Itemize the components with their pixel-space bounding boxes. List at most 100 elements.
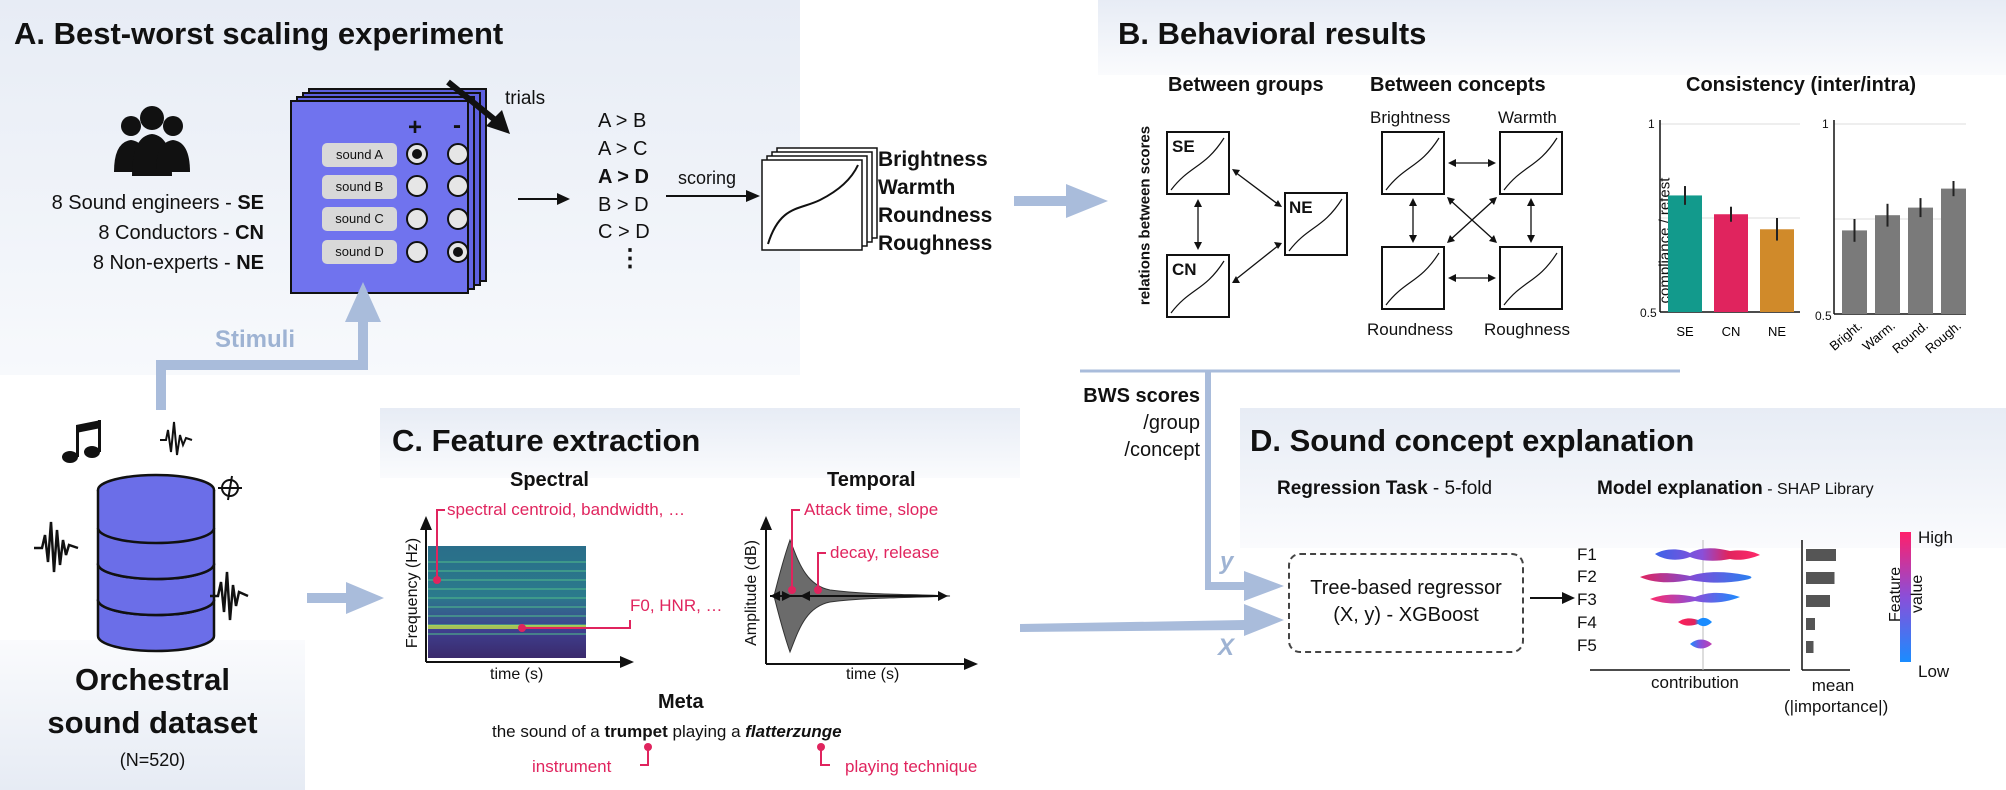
mean-label-2: (|importance|): [1784, 697, 1889, 716]
dataset-title-2: sound dataset: [47, 705, 258, 740]
radio-d-worst-dot: [453, 247, 463, 257]
radio-c-best: [406, 208, 428, 230]
feature-f4-label: F4: [1577, 613, 1597, 632]
cn-box: [1166, 254, 1230, 318]
feature-value-label: Feature value: [1887, 566, 1926, 622]
plus-header: +: [408, 114, 423, 141]
meta-title: Meta: [658, 691, 704, 713]
a-to-b-arrow-shaft: [1014, 196, 1070, 206]
bws-concept-label: /concept: [1124, 439, 1200, 461]
trials-arrow-shaft: [446, 79, 502, 127]
dataset-background: [0, 640, 305, 790]
y-arrow-head: [1244, 571, 1284, 601]
concept-brightness: Brightness: [878, 148, 988, 171]
spectral-title: Spectral: [510, 469, 589, 491]
stimuli-arrow-horizontal: [156, 360, 368, 370]
bar-label-0-2: NE: [1768, 324, 1786, 339]
brightness-node-label: Brightness: [1370, 108, 1451, 127]
mean-label-1: mean: [1811, 676, 1855, 695]
contribution-label: contribution: [1651, 673, 1739, 692]
concept-roughness: Roughness: [878, 232, 993, 255]
bar-0-2: [1760, 229, 1794, 312]
group-ne: 8 Non-experts - NE: [92, 252, 264, 274]
group-cn: 8 Conductors - CN: [98, 222, 264, 244]
sound-c-label: sound C: [322, 207, 397, 231]
comparison-4: B > D: [598, 194, 649, 216]
comparison-more: ⋮: [618, 245, 642, 272]
regressor-line-1: Tree-based regressor: [1310, 577, 1502, 599]
importance-bar-F5: [1806, 641, 1814, 653]
spectral-features-label: spectral centroid, bandwidth, …: [447, 500, 686, 519]
dataset-title-1: Orchestral: [74, 662, 231, 697]
colorbar-low: Low: [1918, 662, 1950, 681]
stimuli-label: Stimuli: [215, 326, 296, 353]
importance-bar-F4: [1806, 618, 1815, 630]
panel-d-title: D. Sound concept explanation: [1250, 423, 1695, 458]
concept-warmth: Warmth: [878, 176, 956, 199]
waveform-icon-left: [34, 521, 79, 573]
between-concepts-title: Between concepts: [1370, 74, 1546, 96]
importance-bar-F3: [1806, 595, 1830, 607]
bar-0-1: [1714, 214, 1748, 312]
bar-1-0: [1842, 230, 1867, 314]
shap-f1: [1655, 548, 1760, 561]
radio-a-best-dot: [412, 149, 422, 159]
dataset-count: (N=520): [119, 750, 186, 770]
sound-b-label: sound B: [322, 175, 397, 199]
chart1-ytick-top: 1: [1648, 117, 1655, 131]
roundness-box: [1381, 246, 1445, 310]
comparison-3: A > D: [598, 166, 649, 188]
waveform-icon-top: [160, 421, 193, 456]
roughness-node-label: Roughness: [1484, 320, 1571, 339]
comparison-1: A > B: [598, 110, 647, 132]
shap-f5: [1690, 639, 1712, 649]
colorbar-high: High: [1918, 528, 1953, 547]
stimuli-arrow-head: [345, 282, 381, 322]
between-groups-title: Between groups: [1168, 74, 1324, 96]
group-se: 8 Sound engineers - SE: [51, 192, 264, 214]
minus-header: -: [453, 112, 461, 139]
trials-arrow-head: [486, 110, 510, 134]
panel-a-title: A. Best-worst scaling experiment: [14, 16, 504, 51]
panel-c-title: C. Feature extraction: [392, 423, 701, 458]
bws-scores-label: BWS scores: [1083, 385, 1200, 407]
panel-b-background: [1098, 0, 2006, 75]
phase-icon: [218, 475, 242, 501]
importance-bar-F2: [1806, 572, 1835, 584]
radio-c-worst: [447, 208, 469, 230]
panel-c-background: [380, 408, 1020, 478]
spectral-time-label: time (s): [490, 666, 544, 683]
feature-f5-label: F5: [1577, 636, 1597, 655]
bar-1-2: [1908, 207, 1933, 314]
bws-group-label: /group: [1143, 412, 1200, 434]
instrument-label: instrument: [532, 757, 612, 776]
se-box: [1166, 131, 1230, 195]
music-note-icon: [62, 420, 101, 463]
dataset-to-c-arrow-head: [346, 582, 384, 614]
shap-f4: [1678, 617, 1712, 627]
trials-label: trials: [505, 88, 546, 109]
x-arrow-head: [1244, 604, 1284, 636]
consistency-title: Consistency (inter/intra): [1686, 74, 1917, 96]
score-curve: [767, 164, 859, 245]
sound-a-label: sound A: [322, 143, 397, 167]
radio-b-best: [406, 175, 428, 197]
warmth-box: [1499, 131, 1563, 195]
relation-arrows: [1197, 162, 1532, 281]
chart2-ytick-bottom: 0.5: [1815, 309, 1832, 323]
cn-node-label: CN: [1172, 260, 1197, 279]
feature-f3-label: F3: [1577, 590, 1597, 609]
feature-value-colorbar: [1900, 532, 1911, 662]
comparison-5: C > D: [598, 221, 650, 243]
roundness-node-label: Roundness: [1367, 320, 1454, 339]
bar-label-0-0: SE: [1676, 324, 1694, 339]
database-icon: [96, 473, 216, 653]
waveform-icon-right: [210, 571, 249, 621]
shap-f3: [1650, 592, 1740, 604]
